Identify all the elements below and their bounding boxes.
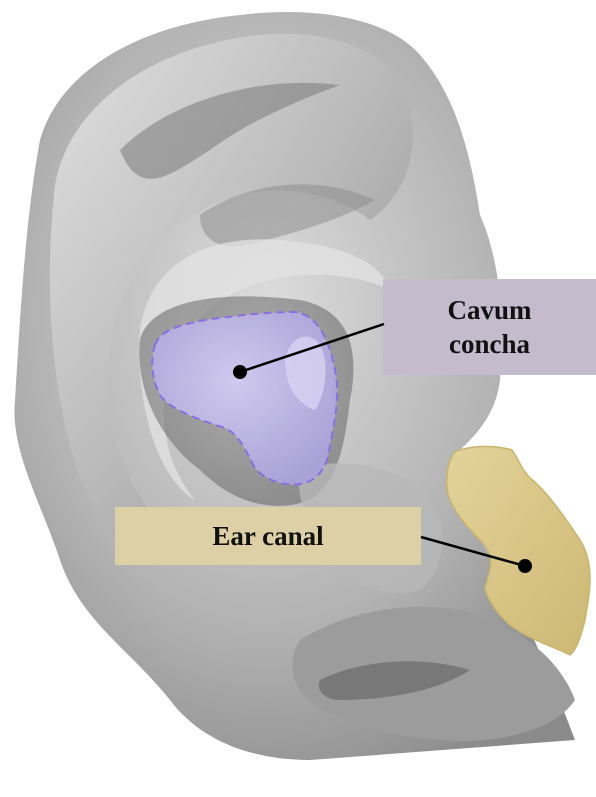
cavum-concha-label: Cavum concha xyxy=(447,293,531,361)
ear-canal-label-box: Ear canal xyxy=(115,507,421,565)
cavum-concha-label-box: Cavum concha xyxy=(383,279,596,375)
ear-canal-label: Ear canal xyxy=(212,521,323,552)
